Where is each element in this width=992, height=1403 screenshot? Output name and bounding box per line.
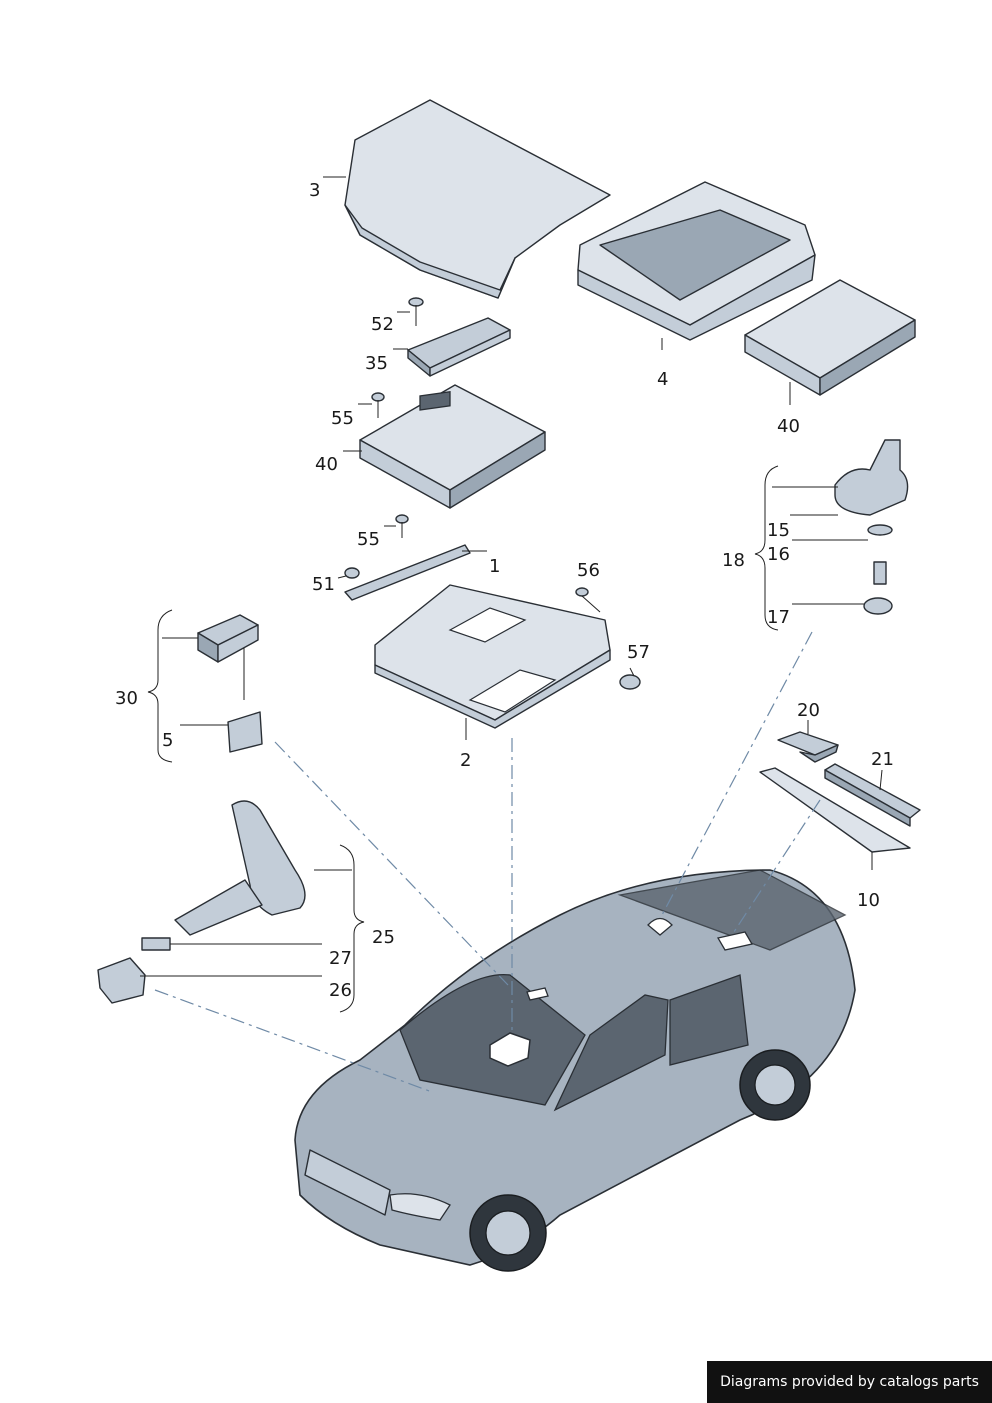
part-30-sensor — [162, 614, 259, 700]
reference-lines — [154, 631, 821, 1093]
part-21-antenna-module — [824, 763, 921, 827]
label-26: 26 — [329, 980, 352, 1001]
label-35: 35 — [365, 353, 388, 374]
part-16-gasket — [792, 524, 893, 585]
label-17: 17 — [767, 607, 790, 628]
label-30: 30 — [115, 688, 138, 709]
part-57-clip — [619, 667, 641, 690]
label-27: 27 — [329, 948, 352, 969]
part-15-antenna-base — [772, 439, 909, 516]
part-35-module — [393, 317, 511, 377]
part-1-bracket — [344, 544, 487, 601]
part-52-screw — [397, 297, 424, 326]
part-2-mounting-plate — [374, 584, 611, 740]
part-56-screw — [575, 587, 601, 613]
label-51: 51 — [312, 574, 335, 595]
part-5-connector — [180, 711, 263, 753]
part-17-nut — [792, 597, 893, 615]
part-40-radio-unit-right — [744, 279, 916, 405]
part-25-antenna-mast — [174, 800, 352, 936]
label-15: 15 — [767, 520, 790, 541]
footer-text: Diagrams provided by catalogs parts — [720, 1374, 979, 1390]
brace-18 — [754, 465, 779, 631]
part-20-amplifier — [777, 720, 839, 763]
label-1: 1 — [489, 556, 501, 577]
car-illustration — [294, 869, 856, 1272]
part-3-lid-cover — [323, 99, 611, 299]
footer-credit: Diagrams provided by catalogs parts — [707, 1361, 992, 1403]
label-5: 5 — [162, 730, 174, 751]
brace-25 — [339, 844, 365, 1013]
label-21: 21 — [871, 749, 894, 770]
label-55-a: 55 — [331, 408, 354, 429]
label-2: 2 — [460, 750, 472, 771]
part-55-screw-b — [384, 514, 409, 538]
part-55-screw-a — [358, 392, 385, 418]
label-20: 20 — [797, 700, 820, 721]
part-26-plug — [97, 957, 322, 1004]
label-3: 3 — [309, 180, 321, 201]
label-16: 16 — [767, 544, 790, 565]
part-40-radio-unit-left — [343, 384, 546, 509]
label-10: 10 — [857, 890, 880, 911]
part-4-storage-tray — [577, 181, 816, 350]
label-25: 25 — [372, 927, 395, 948]
label-40-a: 40 — [315, 454, 338, 475]
label-4: 4 — [657, 369, 669, 390]
label-56: 56 — [577, 560, 600, 581]
label-52: 52 — [371, 314, 394, 335]
label-57: 57 — [627, 642, 650, 663]
part-27-connector — [141, 937, 322, 951]
part-10-antenna-strip — [759, 767, 911, 870]
part-51-nut — [337, 567, 360, 579]
label-18: 18 — [722, 550, 745, 571]
label-40-b: 40 — [777, 416, 800, 437]
label-55-b: 55 — [357, 529, 380, 550]
brace-30 — [147, 609, 173, 763]
